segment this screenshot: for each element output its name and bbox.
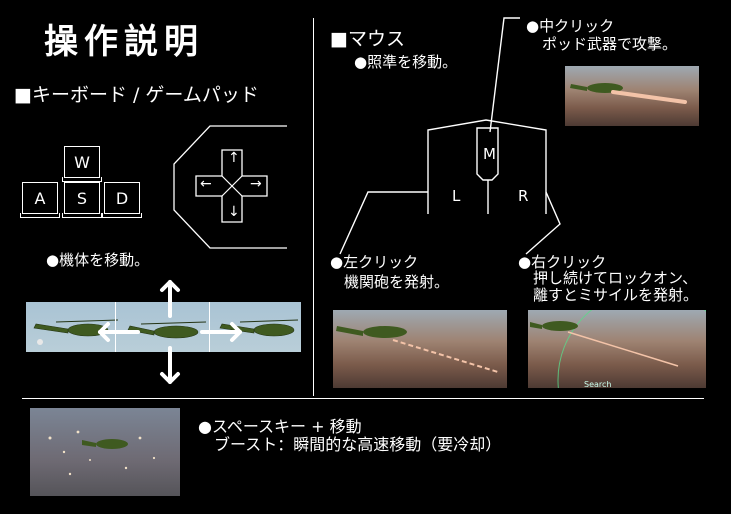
helicopter-icon [33,319,299,345]
key-w: W [62,146,102,182]
mouse-button-l: L [452,187,461,205]
boost-desc: ブースト：瞬間的な高速移動（要冷却） [214,435,502,454]
middle-click-desc: ポッド武器で攻撃。 [542,35,678,53]
cannon-screenshot [333,310,507,388]
key-d: D [102,182,142,218]
missile-lock-screenshot: Search [528,310,706,388]
middle-click-title: ●中クリック [526,17,615,35]
pod-attack-screenshot [565,66,699,126]
dpad-right-icon: → [250,176,262,192]
boost-screenshot [30,408,180,496]
key-s: S [62,182,102,218]
aim-caption: ●照準を移動。 [354,53,458,71]
left-click-desc: 機関砲を発射。 [344,273,450,291]
dpad-down-icon: ↓ [228,204,240,220]
bottom-divider [22,398,704,399]
mouse-button-m: M [483,145,496,163]
mouse-icon [339,17,561,255]
dpad-left-icon: ← [200,176,212,192]
move-caption: ●機体を移動。 [46,251,150,269]
mouse-heading: ■マウス [330,28,405,50]
mouse-button-r: R [518,187,529,205]
left-click-title: ●左クリック [330,253,419,271]
right-click-desc-2: 離すとミサイルを発射。 [533,286,699,304]
right-click-desc-1: 押し続けてロックオン、 [533,269,698,287]
gamepad-dpad-icon [173,125,287,249]
movement-arrows-icon [98,280,242,384]
page-title: 操作説明 [44,22,204,62]
boost-title: ●スペースキー + 移動 [198,417,362,436]
search-label: Search [584,380,612,388]
right-click-title: ●右クリック [518,253,607,271]
movement-screenshots [26,302,301,352]
keyboard-heading: ■キーボード / ゲームパッド [14,84,259,106]
section-divider [313,18,314,396]
dpad-up-icon: ↑ [228,150,240,166]
key-a: A [20,182,60,218]
